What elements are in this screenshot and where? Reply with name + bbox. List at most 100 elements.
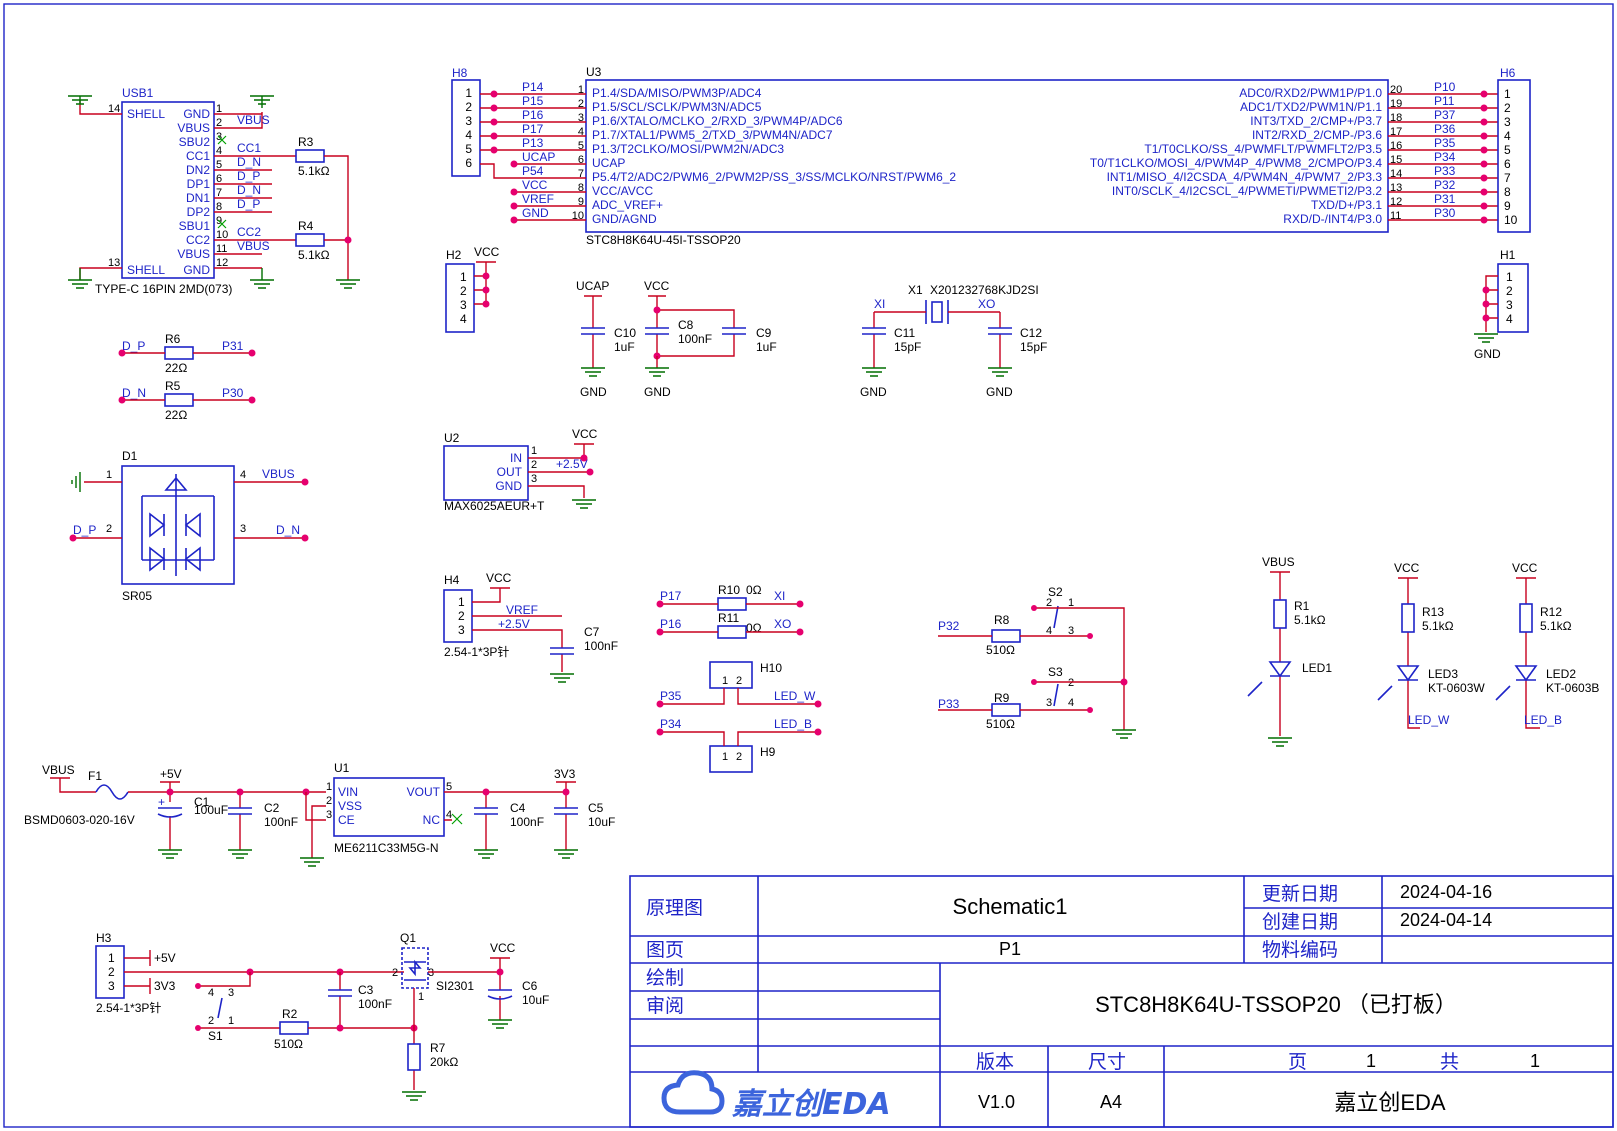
led3-ref: LED3 xyxy=(1428,667,1458,681)
h4-ref: H4 xyxy=(444,573,460,587)
h2-pin: 3 xyxy=(460,298,467,312)
h3-net-3v3: 3V3 xyxy=(154,979,176,993)
d1-model: SR05 xyxy=(122,589,152,603)
u3-left-pin: P1.4/SDA/MISO/PWM3P/ADC4 xyxy=(592,86,762,100)
r11-ref: R11 xyxy=(718,611,739,625)
h6-ref: H6 xyxy=(1500,66,1516,80)
r13-ref: R13 xyxy=(1422,605,1444,619)
h4-net-vcc: VCC xyxy=(486,571,512,585)
ucap-net: UCAP xyxy=(576,279,609,293)
r2-ref: R2 xyxy=(282,1007,298,1021)
usb1-pin-num: 7 xyxy=(216,187,222,199)
u1-pin-vin: VIN xyxy=(338,785,358,799)
h6-pin: 6 xyxy=(1504,157,1511,171)
h8-pin: 6 xyxy=(465,156,472,170)
r3-body[interactable] xyxy=(295,149,325,163)
h8-ref: H8 xyxy=(452,66,468,80)
r6-value: 22Ω xyxy=(165,361,187,375)
h8-pin: 4 xyxy=(465,128,472,142)
usb1-pin-num: 6 xyxy=(216,173,222,185)
led3-indicator[interactable]: VCC R13 5.1kΩ LED3 KT-0603W LED_W xyxy=(1377,561,1485,729)
led2-net-bottom: LED_B xyxy=(1524,713,1562,727)
r9-net: P33 xyxy=(938,697,960,711)
h10-net-left: P35 xyxy=(660,689,682,703)
r11-net-right: XO xyxy=(774,617,791,631)
led1-indicator[interactable]: VBUS R1 5.1kΩ LED1 xyxy=(1247,555,1332,747)
power-supply[interactable]: VBUS F1 BSMD0603-020-16V +5V + C1 100uF … xyxy=(24,761,615,867)
u2-voltage-reference[interactable]: U2 IN OUT GND 1 2 3 MAX6025AEUR+T VCC +2… xyxy=(443,427,598,513)
u3-right-pin: TXD/D+/P3.1 xyxy=(1311,198,1382,212)
h1-pin: 3 xyxy=(1506,298,1513,312)
h2-header[interactable]: H2 VCC 1 2 3 4 xyxy=(445,245,500,333)
u3-right-pin: RXD/D-/INT4/P3.0 xyxy=(1283,212,1382,226)
power-switch-circuit[interactable]: H3 1 2 3 2.54-1*3P针 +5V 3V3 S1 4 3 2 1 R… xyxy=(95,931,549,1101)
u3-right-net: P36 xyxy=(1434,122,1456,136)
u1-pin-vout: VOUT xyxy=(407,785,441,799)
r11-resistor[interactable]: P16 R11 0Ω XO xyxy=(656,611,804,639)
r4-body[interactable] xyxy=(295,233,325,247)
ucap-net-vcc: VCC xyxy=(644,279,670,293)
h9-jumper[interactable]: H9 1 2 P34 LED_B xyxy=(656,717,822,773)
tb-label-pg: 页 xyxy=(1288,1051,1307,1073)
h6-header[interactable]: H6 1 2 3 4 5 6 7 8 9 10 xyxy=(1497,66,1531,233)
tb-label-schematic: 原理图 xyxy=(646,897,703,919)
r9-resistor[interactable]: P33 R9 510Ω xyxy=(938,691,1034,731)
h4-header[interactable]: H4 1 2 3 2.54-1*3P针 VCC VREF +2.5V C7 10… xyxy=(443,571,618,683)
c2-ref: C2 xyxy=(264,801,280,815)
h4-pin: 2 xyxy=(458,609,465,623)
r6-net-left: D_P xyxy=(122,339,145,353)
h4-pin: 1 xyxy=(458,595,465,609)
r7-value: 20kΩ xyxy=(430,1055,458,1069)
u3-right-pin: INT3/TXD_2/CMP+/P3.7 xyxy=(1250,114,1382,128)
h6-pin: 10 xyxy=(1504,213,1518,227)
led2-indicator[interactable]: VCC R12 5.1kΩ LED2 KT-0603B LED_B xyxy=(1495,561,1599,729)
h2-ref: H2 xyxy=(446,248,462,262)
d1-tvs-array[interactable]: D1 SR05 1 2 3 4 VBUS D_P D_N xyxy=(73,449,300,603)
u3-left-pin: ADC_VREF+ xyxy=(592,198,663,212)
s2-pin: 4 xyxy=(1046,625,1052,637)
usb1-connector[interactable]: USB1 TYPE-C 16PIN 2MD(073) SHELL SHELL G… xyxy=(95,86,232,296)
c3-ref: C3 xyxy=(358,983,374,997)
s1-pin: 4 xyxy=(208,987,214,999)
c10-value: 1uF xyxy=(614,340,635,354)
h3-ref: H3 xyxy=(96,931,112,945)
u3-mcu[interactable]: U3 STC8H8K64U-45I-TSSOP20 P1.4/SDA/MISO/… xyxy=(572,65,1403,247)
led1-ref: LED1 xyxy=(1302,661,1332,675)
usb1-pin-num: 2 xyxy=(216,117,222,129)
u3-left-pin: P1.6/XTALO/MCLKO_2/RXD_3/PWM4P/ADC6 xyxy=(592,114,843,128)
s3-button[interactable]: S3 2 3 4 xyxy=(1031,665,1136,739)
r6-resistor[interactable]: D_P R6 22Ω P31 xyxy=(118,332,256,375)
usb1-net-cc1: CC1 xyxy=(237,141,261,155)
h1-header[interactable]: H1 1 2 3 4 GND xyxy=(1474,248,1529,361)
tb-label-update: 更新日期 xyxy=(1262,883,1338,905)
r2-value: 510Ω xyxy=(274,1037,303,1051)
r8-resistor[interactable]: P32 R8 510Ω xyxy=(938,613,1034,657)
r5-resistor[interactable]: D_N R5 22Ω P30 xyxy=(118,379,256,422)
r9-ref: R9 xyxy=(994,691,1010,705)
c11-gnd: GND xyxy=(860,385,887,399)
power-net-vbus: VBUS xyxy=(42,763,75,777)
q1-ref: Q1 xyxy=(400,931,416,945)
led1-net: VBUS xyxy=(1262,555,1295,569)
u3-left-num: 9 xyxy=(578,196,584,208)
u2-model: MAX6025AEUR+T xyxy=(444,499,545,513)
c4-ref: C4 xyxy=(510,801,526,815)
h10-pin: 1 xyxy=(722,675,728,687)
u3-left-num: 7 xyxy=(578,168,584,180)
h10-jumper[interactable]: H10 1 2 P35 LED_W xyxy=(656,661,822,708)
ucap-capacitors[interactable]: UCAP VCC GND GND C10 1uF C8 100nF C9 1uF xyxy=(576,279,777,399)
h8-header[interactable]: H8 1 2 3 4 5 6 xyxy=(451,66,481,177)
d1-pin: 2 xyxy=(106,523,112,535)
usb1-net-dp: D_P xyxy=(237,197,260,211)
x1-net-xi: XI xyxy=(874,297,885,311)
r10-resistor[interactable]: P17 R10 0Ω XI xyxy=(656,583,804,611)
usb1-pin-shell-bottom: SHELL xyxy=(127,263,165,277)
u3-right-pin: ADC0/RXD2/PWM1P/P1.0 xyxy=(1239,86,1382,100)
usb1-pin-num: 11 xyxy=(216,243,227,255)
tb-create-date: 2024-04-14 xyxy=(1400,910,1492,930)
s2-button[interactable]: S2 2 1 4 3 xyxy=(1031,585,1125,730)
u3-right-net: P35 xyxy=(1434,136,1456,150)
x1-crystal[interactable]: X1 X201232768KJD2SI XI XO C11 15pF C12 1… xyxy=(860,283,1047,399)
d1-ref: D1 xyxy=(122,449,138,463)
usb1-pin-num: 1 xyxy=(216,103,222,115)
